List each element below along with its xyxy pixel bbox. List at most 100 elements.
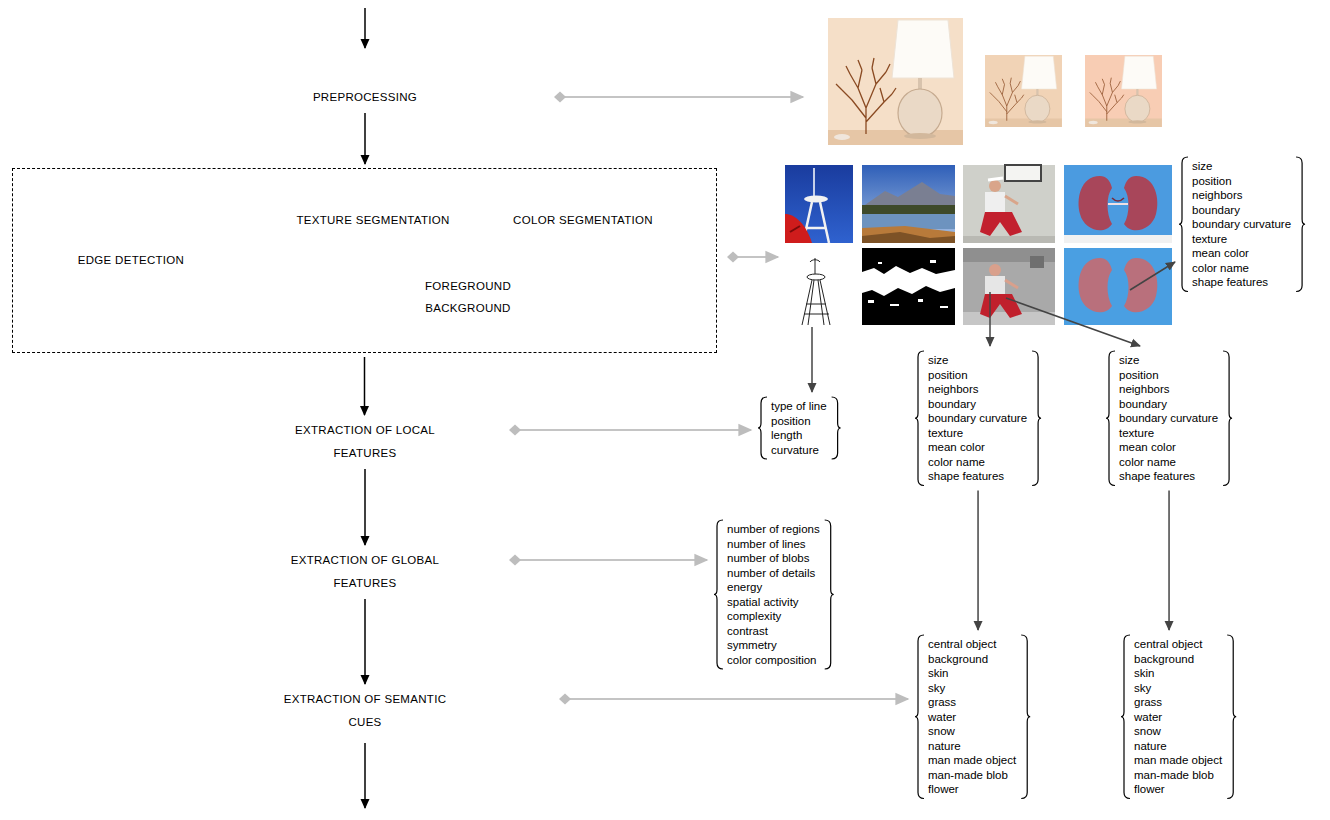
stage-label: PREPROCESSING [215, 86, 515, 109]
flow-arrow [364, 469, 366, 545]
feature-item: boundary curvature [1192, 217, 1291, 232]
feature-item: size [1119, 353, 1218, 368]
feature-item: symmetry [727, 638, 820, 653]
feature-item: shape features [928, 469, 1027, 484]
feature-item: size [928, 353, 1027, 368]
feature-list: sizepositionneighborsboundaryboundary cu… [1178, 156, 1306, 293]
feature-list: central objectbackgroundskinskygrasswate… [1120, 634, 1237, 800]
tower-photo [785, 165, 853, 243]
feature-item: texture [928, 426, 1027, 441]
feature-item: boundary [1192, 203, 1291, 218]
flow-arrow [364, 357, 366, 415]
feature-item: shape features [1119, 469, 1218, 484]
pointer-arrow [515, 559, 707, 561]
feature-item: number of blobs [727, 551, 820, 566]
feature-item: skin [1134, 666, 1222, 681]
segmented-kidney [1064, 248, 1172, 325]
feature-item: man-made blob [1134, 768, 1222, 783]
feature-item: background [1134, 652, 1222, 667]
texture-mask [862, 248, 955, 325]
feature-item: man made object [1134, 753, 1222, 768]
method-label: TEXTURE SEGMENTATION [296, 209, 449, 231]
feature-item: type of line [771, 399, 827, 414]
feature-list: central objectbackgroundskinskygrasswate… [914, 634, 1031, 800]
feature-item: color name [928, 455, 1027, 470]
feature-item: color name [1192, 261, 1291, 276]
feature-item: position [771, 414, 827, 429]
flow-arrow [977, 491, 979, 631]
feature-item: central object [928, 637, 1016, 652]
feature-item: nature [1134, 739, 1222, 754]
feature-item: neighbors [1119, 382, 1218, 397]
feature-item: spatial activity [727, 595, 820, 610]
feature-item: water [928, 710, 1016, 725]
feature-item: curvature [771, 443, 827, 458]
feature-item: background [928, 652, 1016, 667]
feature-item: central object [1134, 637, 1222, 652]
feature-item: boundary [1119, 397, 1218, 412]
feature-item: complexity [727, 609, 820, 624]
feature-item: neighbors [1192, 188, 1291, 203]
stage-text: EXTRACTION OF GLOBAL FEATURES [275, 549, 455, 595]
feature-item: man made object [928, 753, 1016, 768]
feature-item: snow [928, 724, 1016, 739]
feature-item: sky [928, 681, 1016, 696]
feature-item: mean color [928, 440, 1027, 455]
feature-item: color name [1119, 455, 1218, 470]
feature-item: color composition [727, 653, 820, 668]
feature-item: water [1134, 710, 1222, 725]
pointer-arrow [565, 698, 908, 700]
feature-item: position [1192, 174, 1291, 189]
feature-item: position [1119, 368, 1218, 383]
pointer-arrow [515, 429, 751, 431]
feature-item: number of details [727, 566, 820, 581]
lamp-photo [828, 18, 1162, 145]
feature-list: type of linepositionlengthcurvature [757, 396, 842, 460]
flow-arrow [1168, 491, 1170, 631]
feature-item: neighbors [928, 382, 1027, 397]
feature-item: energy [727, 580, 820, 595]
feature-item: size [1192, 159, 1291, 174]
feature-item: shape features [1192, 275, 1291, 290]
method-label: FOREGROUND BACKGROUND [418, 275, 518, 319]
stage-label: EXTRACTION OF SEMANTIC CUES [165, 688, 565, 734]
feature-item: mean color [1119, 440, 1218, 455]
feature-item: length [771, 428, 827, 443]
stage-label: EXTRACTION OF GLOBAL FEATURES [215, 549, 515, 595]
feature-item: sky [1134, 681, 1222, 696]
method-label: EDGE DETECTION [78, 249, 184, 271]
feature-item: position [928, 368, 1027, 383]
feature-item: grass [1134, 695, 1222, 710]
tower-sketch [802, 258, 830, 325]
feature-item: boundary curvature [928, 411, 1027, 426]
feature-list: sizepositionneighborsboundaryboundary cu… [914, 350, 1042, 487]
feature-item: grass [928, 695, 1016, 710]
flow-arrow [364, 599, 366, 684]
feature-item: texture [1119, 426, 1218, 441]
feature-item: number of regions [727, 522, 820, 537]
flow-arrow [364, 113, 366, 164]
pointer-arrow [560, 97, 803, 257]
feature-item: mean color [1192, 246, 1291, 261]
feature-item: texture [1192, 232, 1291, 247]
segmentation-box: TEXTURE SEGMENTATION COLOR SEGMENTATION ED… [12, 168, 717, 353]
flow-arrow [365, 8, 366, 808]
stage-text: EXTRACTION OF LOCAL FEATURES [275, 419, 455, 465]
stage-text: PREPROCESSING [275, 86, 455, 109]
feature-item: boundary curvature [1119, 411, 1218, 426]
feature-list: number of regionsnumber of linesnumber o… [713, 519, 835, 670]
feature-item: flower [1134, 782, 1222, 797]
segmented-person [963, 248, 1055, 325]
stage-label: EXTRACTION OF LOCAL FEATURES [215, 419, 515, 465]
landscape-photo [862, 165, 955, 243]
feature-item: snow [1134, 724, 1222, 739]
feature-item: nature [928, 739, 1016, 754]
feature-item: flower [928, 782, 1016, 797]
feature-item: man-made blob [928, 768, 1016, 783]
method-label: COLOR SEGMENTATION [513, 209, 653, 231]
person-photo [963, 165, 1055, 243]
feature-item: skin [928, 666, 1016, 681]
